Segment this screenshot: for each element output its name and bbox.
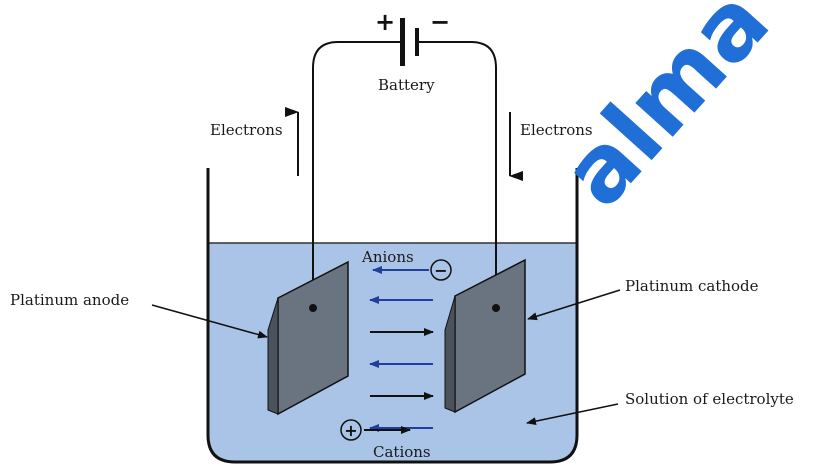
cations-label: Cations xyxy=(373,443,431,461)
anion-charge-symbol: − xyxy=(434,261,447,280)
battery-label: Battery xyxy=(378,76,435,94)
beaker xyxy=(206,168,579,464)
cathode-label: Platinum cathode xyxy=(625,277,759,295)
anions-label: Anions xyxy=(361,248,414,266)
platinum-cathode xyxy=(444,258,526,414)
electrons-left-label: Electrons xyxy=(210,121,283,139)
wire-right xyxy=(419,41,497,308)
battery-icon xyxy=(400,18,419,66)
cathode-pointer xyxy=(527,289,621,321)
solution-label: Solution of electrolyte xyxy=(625,390,794,408)
cathode-contact xyxy=(492,304,500,312)
cation-charge-circle xyxy=(340,419,362,441)
anion-charge-circle xyxy=(430,259,452,281)
wire-left xyxy=(312,41,403,308)
anode-contact xyxy=(309,304,317,312)
platinum-anode xyxy=(267,260,349,416)
anode-label: Platinum anode xyxy=(10,291,129,309)
negative-terminal: − xyxy=(430,8,450,36)
solution-pointer xyxy=(526,403,619,426)
watermark-logo: alma xyxy=(542,0,790,227)
positive-terminal: + xyxy=(375,8,395,36)
anode-pointer xyxy=(151,304,268,339)
cation-charge-symbol: + xyxy=(344,421,357,440)
electrons-right-label: Electrons xyxy=(520,121,593,139)
